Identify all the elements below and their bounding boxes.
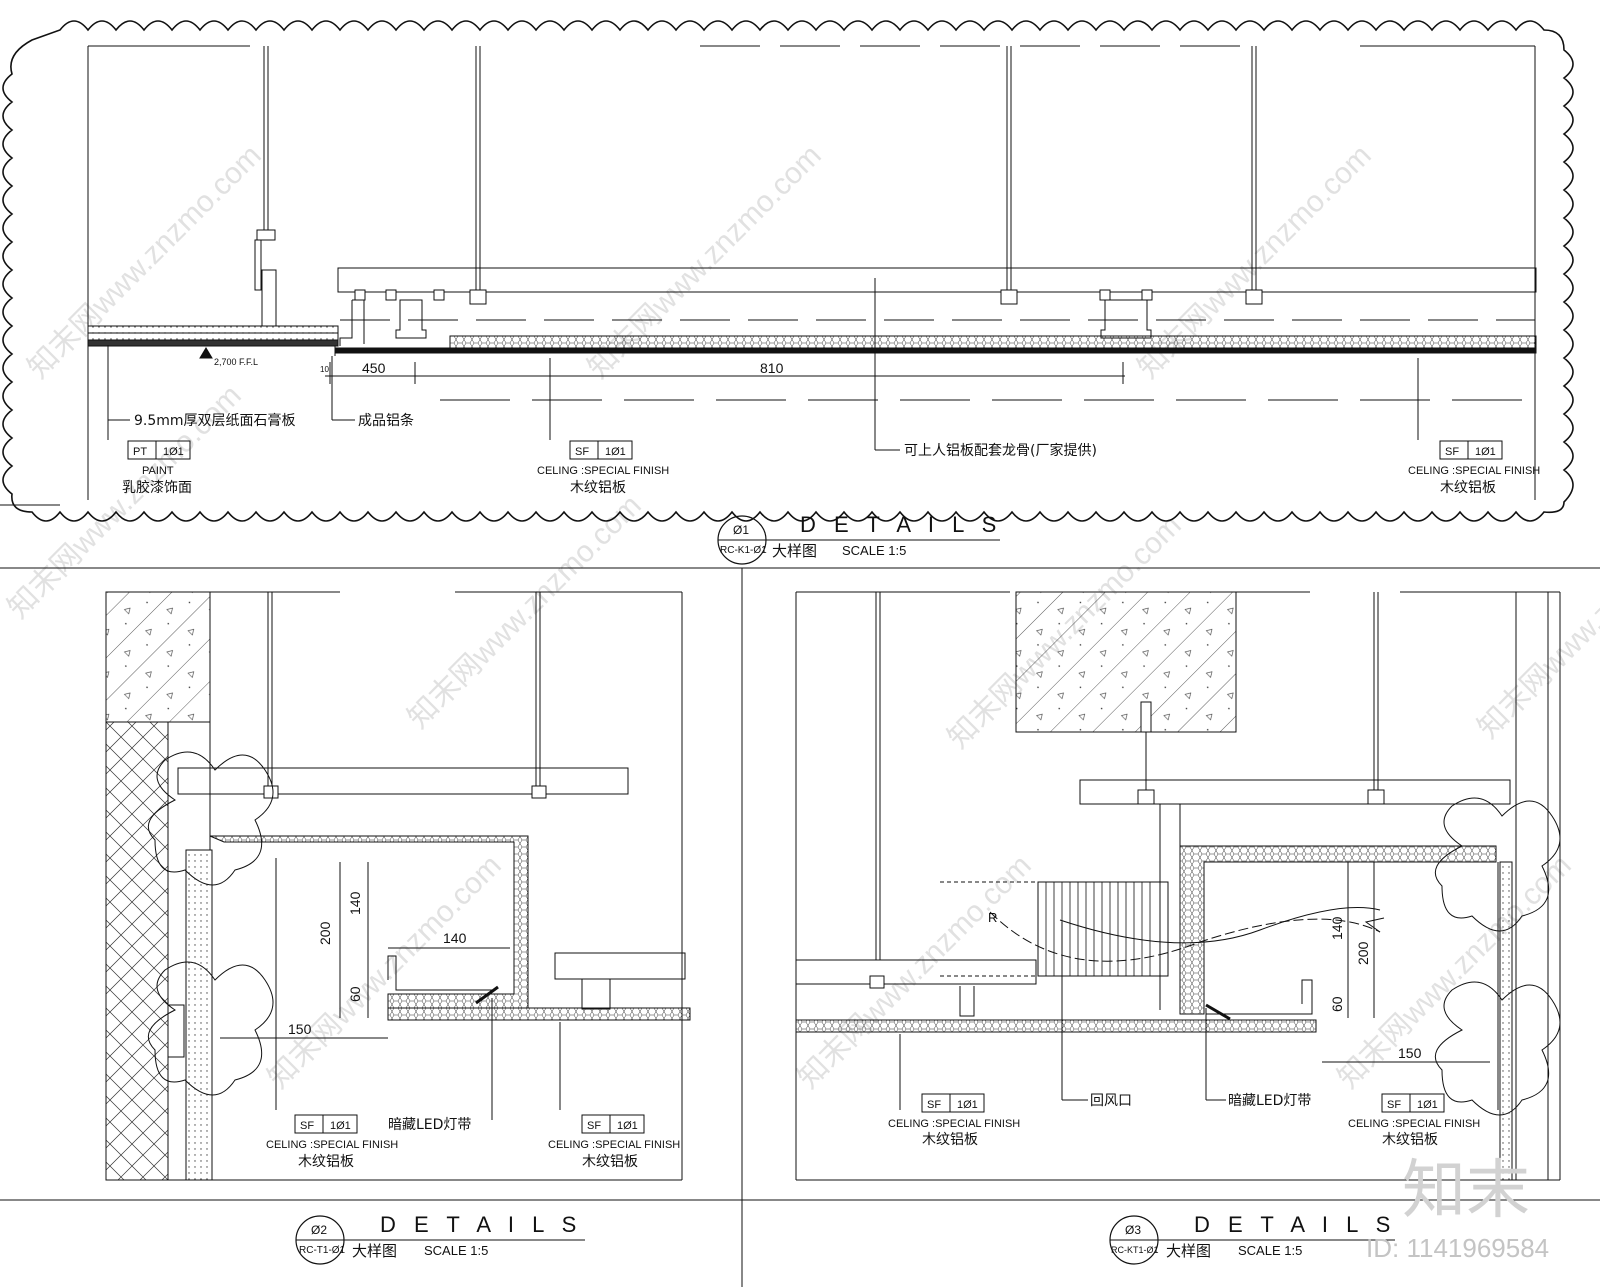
detail-subtitle: 大样图 [1166, 1242, 1211, 1260]
detail-subtitle: 大样图 [772, 542, 817, 560]
material-tag: SF 1Ø1 CELING :SPECIAL FINISH 木纹铝板 [1348, 1093, 1480, 1148]
svg-text:木纹铝板: 木纹铝板 [570, 480, 626, 496]
dim-200: 200 [317, 921, 333, 945]
detail-03-labels: R 140 200 60 150 回风口 暗藏LED灯带 SF 1Ø1 CELI… [888, 910, 1480, 1265]
svg-text:CELING :SPECIAL FINISH: CELING :SPECIAL FINISH [1348, 1118, 1480, 1130]
detail-02 [105, 591, 691, 1181]
detail-scale: SCALE 1:5 [424, 1243, 488, 1258]
annotation-led: 暗藏LED灯带 [1228, 1093, 1311, 1109]
detail-01-labels: 2,700 F.F.L 450 810 10 9.5mm厚双层纸面石膏板 成品铝… [122, 357, 1540, 565]
svg-text:SF: SF [1387, 1099, 1401, 1111]
dim-810: 810 [760, 360, 784, 376]
detail-number: Ø2 [311, 1223, 327, 1237]
svg-text:木纹铝板: 木纹铝板 [1440, 480, 1496, 496]
svg-text:木纹铝板: 木纹铝板 [582, 1154, 638, 1170]
revision-cloud [2, 20, 1574, 522]
material-tag: SF 1Ø1 CELING :SPECIAL FINISH 木纹铝板 [1408, 440, 1540, 496]
svg-text:SF: SF [300, 1120, 314, 1132]
material-tag: SF 1Ø1 CELING :SPECIAL FINISH 木纹铝板 [548, 1114, 680, 1170]
svg-text:CELING :SPECIAL FINISH: CELING :SPECIAL FINISH [548, 1139, 680, 1151]
svg-text:1Ø1: 1Ø1 [330, 1120, 351, 1132]
svg-text:SF: SF [927, 1099, 941, 1111]
dim-140: 140 [1329, 916, 1345, 940]
svg-text:CELING :SPECIAL FINISH: CELING :SPECIAL FINISH [537, 465, 669, 477]
watermark-text: 知末网www.znzmo.com [1472, 499, 1600, 745]
dim-150: 150 [288, 1021, 312, 1037]
detail-scale: SCALE 1:5 [842, 543, 906, 558]
watermark-text: 知末网www.znzmo.com [402, 489, 648, 735]
detail-number: Ø1 [733, 523, 749, 537]
detail-subtitle: 大样图 [352, 1242, 397, 1260]
dim-150: 150 [1398, 1045, 1422, 1061]
detail-number: Ø3 [1125, 1223, 1141, 1237]
material-tag: SF 1Ø1 CELING :SPECIAL FINISH 木纹铝板 [537, 440, 669, 496]
detail-title: D E T A I L S [1194, 1212, 1396, 1237]
level-mark: 2,700 F.F.L [214, 357, 258, 367]
svg-text:木纹铝板: 木纹铝板 [922, 1132, 978, 1148]
detail-scale: SCALE 1:5 [1238, 1243, 1302, 1258]
brand-watermark: 知末 ID: 1141969584 [1366, 1154, 1549, 1263]
svg-text:1Ø1: 1Ø1 [605, 446, 626, 458]
svg-text:PT: PT [133, 446, 147, 458]
dim-200: 200 [1355, 941, 1371, 965]
dim-60: 60 [347, 986, 363, 1002]
svg-text:CELING :SPECIAL FINISH: CELING :SPECIAL FINISH [888, 1118, 1020, 1130]
material-tag: PT 1Ø1 PAINT 乳胶漆饰面 [122, 440, 192, 496]
svg-text:木纹铝板: 木纹铝板 [1382, 1132, 1438, 1148]
svg-text:木纹铝板: 木纹铝板 [298, 1154, 354, 1170]
watermark-text: 知末网www.znzmo.com [1332, 849, 1578, 1095]
brand-logo: 知末 [1402, 1154, 1530, 1228]
material-tag: SF 1Ø1 CELING :SPECIAL FINISH 木纹铝板 [266, 1114, 398, 1170]
sheet-dividers [0, 504, 1600, 1287]
annotation-gypsum: 9.5mm厚双层纸面石膏板 [134, 412, 296, 429]
dim-60: 60 [1329, 996, 1345, 1012]
detail-title: D E T A I L S [380, 1212, 582, 1237]
svg-text:CELING :SPECIAL FINISH: CELING :SPECIAL FINISH [1408, 465, 1540, 477]
detail-03 [795, 591, 1561, 1181]
detail-title-block: Ø2 RC-T1-Ø1 D E T A I L S 大样图 SCALE 1:5 [295, 1212, 585, 1265]
svg-text:1Ø1: 1Ø1 [957, 1099, 978, 1111]
svg-text:SF: SF [1445, 446, 1459, 458]
annotation-keel: 可上人铝板配套龙骨(厂家提供) [904, 442, 1097, 459]
dim-450: 450 [362, 360, 386, 376]
brand-id: ID: 1141969584 [1366, 1233, 1549, 1263]
svg-text:PAINT: PAINT [142, 465, 174, 477]
dim-140: 140 [443, 930, 467, 946]
dim-140: 140 [347, 891, 363, 915]
annotation-led: 暗藏LED灯带 [388, 1117, 471, 1133]
watermark-text: 知末网www.znzmo.com [262, 849, 508, 1095]
svg-text:1Ø1: 1Ø1 [617, 1120, 638, 1132]
detail-01 [2, 20, 1574, 522]
detail-title-block: Ø1 RC-K1-Ø1 D E T A I L S 大样图 SCALE 1:5 [717, 512, 1002, 565]
annotation-return-air: 回风口 [1090, 1093, 1132, 1109]
svg-text:CELING :SPECIAL FINISH: CELING :SPECIAL FINISH [266, 1139, 398, 1151]
svg-text:乳胶漆饰面: 乳胶漆饰面 [122, 479, 192, 496]
detail-ref: RC-K1-Ø1 [720, 545, 767, 556]
detail-ref: RC-T1-Ø1 [299, 1245, 346, 1256]
svg-text:1Ø1: 1Ø1 [1417, 1099, 1438, 1111]
detail-02-labels: 140 200 140 60 150 暗藏LED灯带 SF 1Ø1 CELING… [266, 891, 680, 1265]
annotation-aluminum-strip: 成品铝条 [358, 412, 414, 429]
watermark-text: 知末网www.znzmo.com [792, 849, 1038, 1095]
svg-text:1Ø1: 1Ø1 [1475, 446, 1496, 458]
detail-ref: RC-KT1-Ø1 [1111, 1245, 1159, 1255]
svg-text:SF: SF [575, 446, 589, 458]
svg-text:1Ø1: 1Ø1 [163, 446, 184, 458]
dim-10: 10 [320, 365, 329, 374]
svg-text:SF: SF [587, 1120, 601, 1132]
watermark-text: 知末网www.znzmo.com [22, 139, 268, 385]
material-tag: SF 1Ø1 CELING :SPECIAL FINISH 木纹铝板 [888, 1093, 1020, 1148]
detail-title-block: Ø3 RC-KT1-Ø1 D E T A I L S 大样图 SCALE 1:5 [1109, 1212, 1396, 1265]
radius-label: R [988, 910, 997, 925]
detail-title: D E T A I L S [800, 512, 1002, 537]
